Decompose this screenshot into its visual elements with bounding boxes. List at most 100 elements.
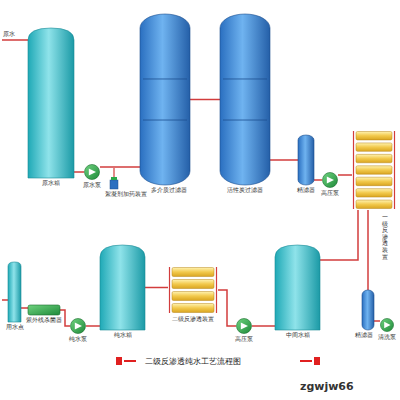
membrane-tube bbox=[172, 280, 214, 289]
equipment-node: 中间水箱 bbox=[275, 245, 320, 330]
pump-mark bbox=[241, 322, 248, 329]
equipment-shape bbox=[275, 245, 320, 330]
equipment-shape bbox=[110, 177, 118, 189]
equipment-shape bbox=[100, 245, 145, 330]
equipment-node: 用水点 bbox=[8, 262, 21, 322]
pipe bbox=[190, 99, 220, 101]
equipment-shape bbox=[28, 305, 60, 315]
membrane-manifold bbox=[353, 131, 354, 209]
equipment-node: 原水泵 bbox=[84, 164, 100, 180]
equipment-node: 高压泵 bbox=[236, 318, 252, 334]
pipe bbox=[86, 325, 100, 327]
equipment-node: 絮凝剂加药装置 bbox=[110, 177, 118, 189]
equipment-label: 原水箱 bbox=[42, 180, 60, 187]
watermark: zgwjw66 bbox=[300, 380, 354, 393]
equipment-label: 一级反渗透装置 bbox=[382, 214, 388, 260]
equipment-shape bbox=[298, 135, 314, 185]
vessel-flange bbox=[223, 78, 267, 79]
tank-body bbox=[28, 28, 74, 178]
equipment-shape bbox=[70, 318, 86, 334]
membrane-manifold bbox=[394, 131, 395, 209]
equipment-shape bbox=[352, 130, 396, 210]
membrane-manifold bbox=[169, 267, 170, 313]
tank-body bbox=[275, 245, 320, 330]
vessel-flange bbox=[223, 120, 267, 121]
caption-marker bbox=[116, 357, 122, 365]
vessel-flange bbox=[143, 120, 187, 121]
equipment-label: 紫外线杀菌器 bbox=[26, 317, 62, 324]
dosing-tank bbox=[110, 180, 118, 189]
equipment-node: 原水箱 bbox=[28, 28, 74, 178]
membrane-tube bbox=[356, 132, 392, 140]
equipment-shape bbox=[362, 290, 374, 330]
equipment-node: 多介质过滤器 bbox=[140, 14, 190, 185]
pump-mark bbox=[327, 176, 334, 183]
equipment-node: 纯水箱 bbox=[100, 245, 145, 330]
membrane-tube bbox=[356, 143, 392, 151]
equipment-shape bbox=[84, 164, 100, 180]
membrane-tube bbox=[172, 304, 214, 313]
membrane-tube bbox=[356, 189, 392, 197]
equipment-label: 中间水箱 bbox=[286, 332, 310, 339]
equipment-label: 清洗泵 bbox=[378, 334, 396, 341]
pipe bbox=[218, 290, 236, 326]
membrane-tube bbox=[172, 268, 214, 277]
equipment-shape bbox=[380, 318, 394, 332]
equipment-label: 用水点 bbox=[6, 324, 24, 331]
pump-body bbox=[381, 319, 394, 332]
caption: 二级反渗透纯水工艺流程图 bbox=[145, 356, 241, 367]
pump-body bbox=[323, 173, 338, 188]
equipment-label: 二级反渗透装置 bbox=[172, 316, 214, 323]
vessel-flange bbox=[143, 78, 187, 79]
equipment-label: 高压泵 bbox=[321, 190, 339, 197]
pipe bbox=[320, 210, 358, 260]
caption-marker bbox=[300, 360, 312, 362]
equipment-node: 高压泵 bbox=[322, 172, 338, 188]
pipe bbox=[367, 210, 369, 290]
equipment-node: 紫外线杀菌器 bbox=[28, 305, 60, 315]
equipment-node: 清洗泵 bbox=[380, 318, 394, 332]
pipe bbox=[314, 179, 322, 181]
equipment-shape bbox=[140, 14, 190, 185]
equipment-label: 多介质过滤器 bbox=[151, 187, 187, 194]
caption-marker bbox=[314, 357, 320, 365]
pipe bbox=[270, 159, 298, 161]
pipe bbox=[74, 171, 84, 173]
equipment-label: 纯水泵 bbox=[69, 336, 87, 343]
pump-body bbox=[71, 319, 86, 334]
pump-body bbox=[237, 319, 252, 334]
equipment-node: 一级反渗透装置 bbox=[352, 130, 396, 210]
pipe bbox=[100, 166, 140, 168]
equipment-label: 絮凝剂加药装置 bbox=[105, 191, 147, 198]
equipment-node: 二级反渗透装置 bbox=[168, 266, 218, 314]
pipe bbox=[145, 287, 168, 289]
equipment-shape bbox=[28, 28, 74, 178]
dosing-line bbox=[113, 168, 114, 177]
tank-body bbox=[100, 245, 145, 330]
membrane-tube bbox=[356, 200, 392, 208]
membrane-tube bbox=[356, 177, 392, 185]
pipe bbox=[374, 320, 380, 322]
inlet-label: 原水 bbox=[3, 30, 15, 39]
membrane-tube bbox=[172, 292, 214, 301]
membrane-manifold bbox=[216, 267, 217, 313]
pump-mark bbox=[89, 168, 96, 175]
pipe bbox=[252, 325, 275, 327]
pump-mark bbox=[384, 322, 390, 328]
pump-mark bbox=[75, 322, 82, 329]
outlet-pipe bbox=[2, 299, 8, 301]
equipment-node: 纯水泵 bbox=[70, 318, 86, 334]
equipment-label: 精滤器 bbox=[355, 332, 373, 339]
tank-body bbox=[8, 262, 21, 322]
vessel-body bbox=[220, 14, 270, 185]
pipe bbox=[21, 307, 28, 309]
membrane-tube bbox=[356, 166, 392, 174]
equipment-shape bbox=[236, 318, 252, 334]
inlet-pipe bbox=[2, 39, 28, 41]
equipment-label: 原水泵 bbox=[83, 182, 101, 189]
equipment-shape bbox=[8, 262, 21, 322]
filter-body bbox=[362, 290, 374, 330]
equipment-node: 活性炭过滤器 bbox=[220, 14, 270, 185]
